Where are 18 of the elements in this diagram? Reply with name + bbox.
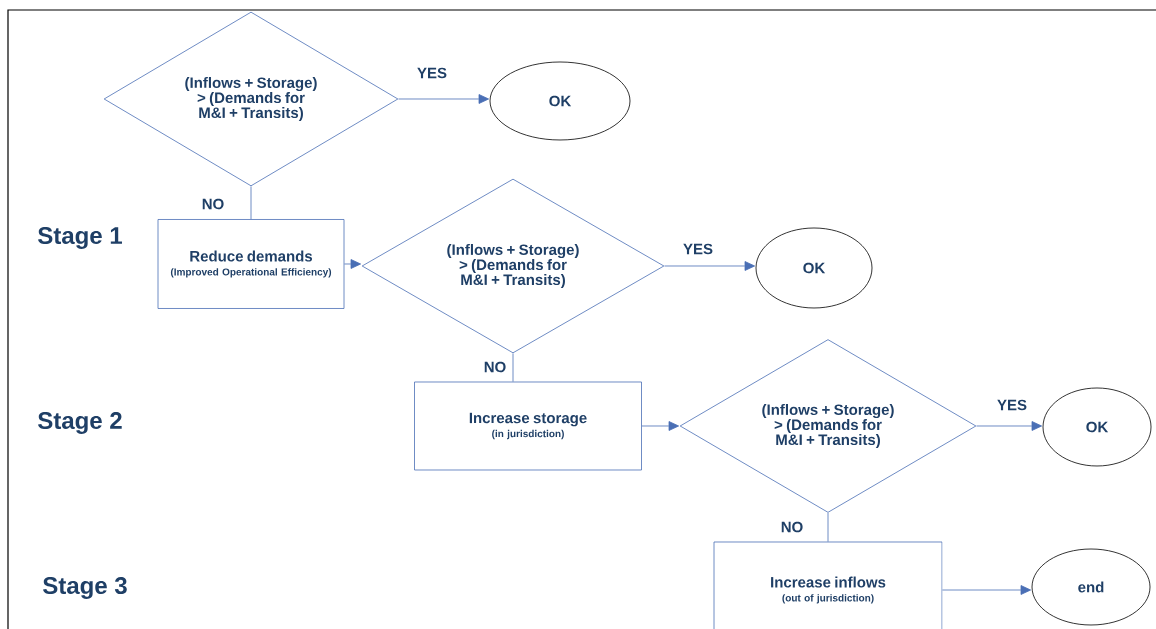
process-box: Increase inflows (out of jurisdiction) — [713, 541, 943, 629]
arrow — [398, 94, 490, 104]
process-box: Reduce demands (Improved Operational Efficiency) — [157, 219, 345, 309]
arrow — [664, 261, 756, 271]
edge-label: NO — [482, 360, 508, 374]
edge-label: YES — [996, 398, 1028, 412]
stage-label: Stage 1 — [38, 227, 122, 249]
arrow — [641, 421, 680, 431]
edge-label: YES — [416, 66, 448, 80]
arrow — [976, 421, 1043, 431]
arrow — [344, 259, 362, 269]
process-box: Increase storage (in jurisdiction) — [414, 381, 642, 471]
edge-label: NO — [779, 520, 805, 534]
arrow — [942, 585, 1032, 595]
stage-label: Stage 2 — [38, 412, 122, 434]
stage-label: Stage 3 — [43, 577, 127, 599]
edge-label: YES — [682, 242, 714, 256]
edge-label: NO — [200, 197, 226, 211]
